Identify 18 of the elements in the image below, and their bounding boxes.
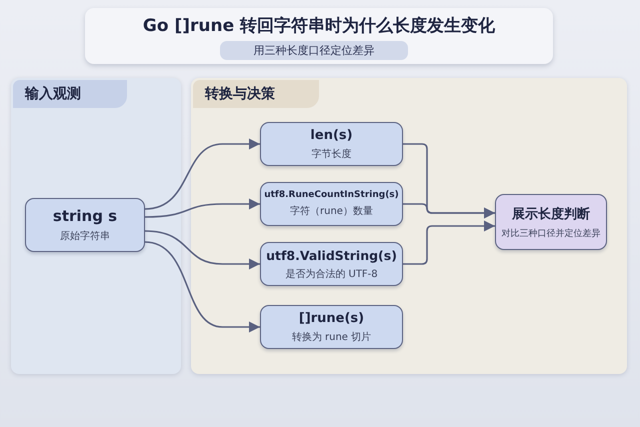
arrow	[403, 220, 495, 265]
process-box: []rune(s) 转换为 rune 切片	[260, 305, 403, 349]
arrow	[144, 230, 260, 270]
arrow	[144, 241, 260, 333]
process-box: utf8.ValidString(s) 是否为合法的 UTF-8	[260, 242, 403, 286]
arrow	[403, 203, 495, 219]
arrow	[144, 138, 260, 210]
arrow	[144, 198, 260, 218]
process-box: len(s) 字节长度	[260, 122, 403, 166]
panel-heading: 转换与决策	[193, 80, 319, 108]
subtitle-pill: 用三种长度口径定位差异	[220, 41, 408, 60]
panel	[191, 78, 627, 374]
process-box: 展示长度判断 对比三种口径并定位差异	[495, 194, 607, 250]
panel	[11, 78, 181, 374]
process-box: utf8.RuneCountInString(s) 字符（rune）数量	[260, 182, 403, 226]
process-box: string s 原始字符串	[25, 198, 145, 252]
title: Go []rune 转回字符串时为什么长度发生变化	[142, 15, 496, 37]
panel-heading: 输入观测	[13, 80, 127, 108]
